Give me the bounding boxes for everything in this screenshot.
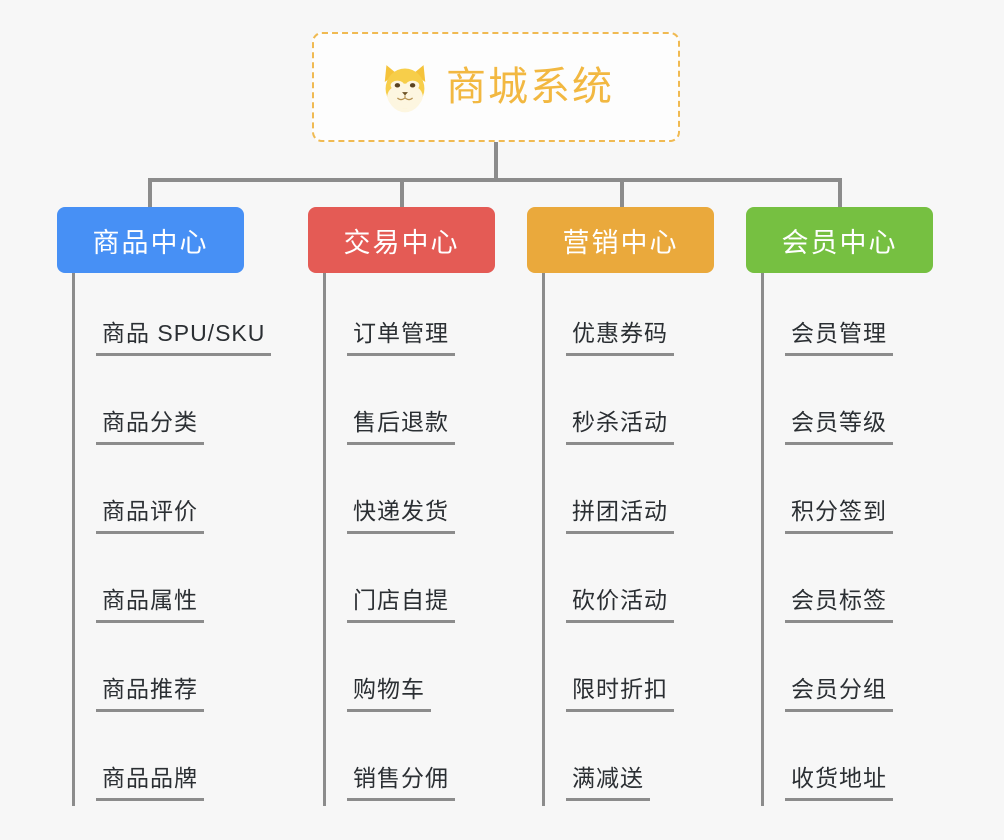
leaf-item-3-0[interactable]: 会员管理 — [785, 320, 893, 357]
branch-node-1[interactable]: 交易中心 — [308, 207, 495, 273]
leaf-item-2-5[interactable]: 满减送 — [566, 765, 650, 802]
leaf-item-3-2[interactable]: 积分签到 — [785, 498, 893, 535]
leaf-item-0-0[interactable]: 商品 SPU/SKU — [96, 320, 272, 357]
connector-horizontal-bus — [148, 178, 842, 182]
branch-trunk-2 — [542, 273, 545, 806]
leaf-item-0-4[interactable]: 商品推荐 — [96, 676, 204, 713]
branch-node-3[interactable]: 会员中心 — [746, 207, 933, 273]
branch-node-0[interactable]: 商品中心 — [57, 207, 244, 273]
leaf-item-2-2[interactable]: 拼团活动 — [566, 498, 674, 535]
shiba-dog-face-icon — [384, 65, 426, 113]
branch-label-0: 商品中心 — [92, 227, 209, 258]
branch-label-1: 交易中心 — [343, 227, 460, 258]
connector-drop-4 — [838, 178, 842, 208]
leaf-item-2-0[interactable]: 优惠券码 — [566, 320, 674, 357]
leaf-item-1-2[interactable]: 快递发货 — [347, 498, 455, 535]
leaf-item-3-1[interactable]: 会员等级 — [785, 409, 893, 446]
connector-drop-1 — [148, 178, 152, 208]
leaf-item-3-3[interactable]: 会员标签 — [785, 587, 893, 624]
root-title: 商城系统 — [446, 65, 614, 109]
root-node[interactable]: 商城系统 — [312, 32, 680, 142]
leaf-item-2-4[interactable]: 限时折扣 — [566, 676, 674, 713]
leaf-item-3-5[interactable]: 收货地址 — [785, 765, 893, 802]
leaf-item-0-1[interactable]: 商品分类 — [96, 409, 204, 446]
branch-trunk-3 — [761, 273, 764, 806]
leaf-item-2-1[interactable]: 秒杀活动 — [566, 409, 674, 446]
leaf-item-0-2[interactable]: 商品评价 — [96, 498, 204, 535]
branch-node-2[interactable]: 营销中心 — [527, 207, 714, 273]
connector-drop-3 — [620, 178, 624, 208]
connector-drop-2 — [400, 178, 404, 208]
leaf-item-2-3[interactable]: 砍价活动 — [566, 587, 674, 624]
leaf-item-1-0[interactable]: 订单管理 — [347, 320, 455, 357]
branch-label-3: 会员中心 — [781, 227, 898, 258]
connector-root-stem — [494, 142, 498, 180]
leaf-item-1-3[interactable]: 门店自提 — [347, 587, 455, 624]
branch-trunk-0 — [72, 273, 75, 806]
branch-label-2: 营销中心 — [562, 227, 679, 258]
branch-trunk-1 — [323, 273, 326, 806]
leaf-item-1-1[interactable]: 售后退款 — [347, 409, 455, 446]
leaf-item-1-4[interactable]: 购物车 — [347, 676, 431, 713]
leaf-item-0-5[interactable]: 商品品牌 — [96, 765, 204, 802]
leaf-item-0-3[interactable]: 商品属性 — [96, 587, 204, 624]
leaf-item-1-5[interactable]: 销售分佣 — [347, 765, 455, 802]
leaf-item-3-4[interactable]: 会员分组 — [785, 676, 893, 713]
